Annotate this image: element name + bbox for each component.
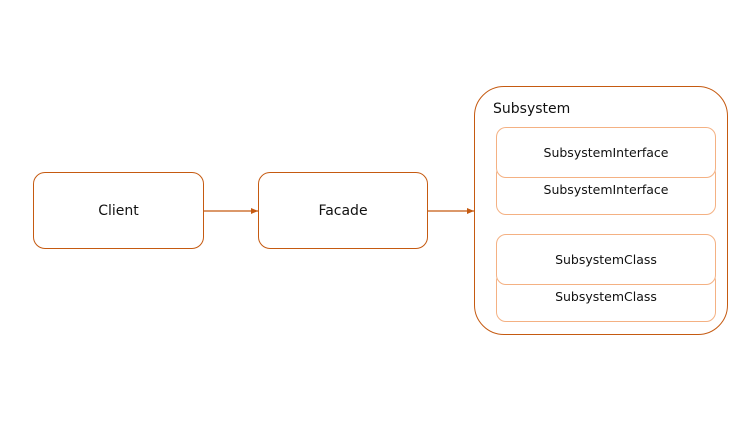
subsystem-interface-front-label: SubsystemInterface [543, 145, 669, 160]
subsystem-title: Subsystem [493, 101, 571, 117]
subsystem-class-front: SubsystemClass [496, 234, 716, 285]
facade-box: Facade [258, 172, 428, 249]
subsystem-interface-back-label: SubsystemInterface [543, 182, 669, 197]
subsystem-interface-front: SubsystemInterface [496, 127, 716, 178]
client-label: Client [98, 202, 139, 219]
subsystem-class-front-label: SubsystemClass [555, 252, 657, 267]
facade-label: Facade [318, 202, 368, 219]
subsystem-class-back-label: SubsystemClass [555, 289, 657, 304]
client-box: Client [33, 172, 204, 249]
